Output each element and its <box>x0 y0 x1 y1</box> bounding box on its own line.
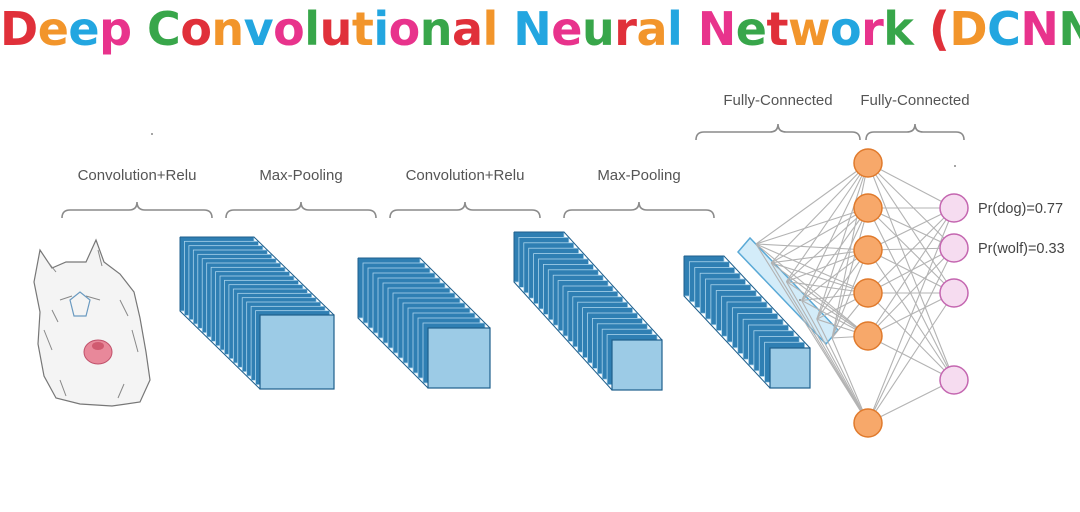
title-letter: D <box>0 2 38 56</box>
output-neuron <box>939 365 969 395</box>
stage-brace <box>389 201 541 219</box>
title-letter: t <box>766 2 788 56</box>
title-letter: D <box>949 2 988 56</box>
title-letter: l <box>304 2 320 56</box>
title-letter: e <box>68 2 100 56</box>
hidden-neuron <box>853 321 883 351</box>
hidden-neuron <box>853 193 883 223</box>
hidden-neuron <box>853 408 883 438</box>
title-letter: k <box>883 2 914 56</box>
title-letter: a <box>451 2 483 56</box>
stage-label: Convolution+Relu <box>406 167 525 184</box>
stage-label: Max-Pooling <box>597 167 680 184</box>
title-letter: o <box>273 2 305 56</box>
output-neuron <box>939 193 969 223</box>
output-probability-label: Pr(wolf)=0.33 <box>978 241 1065 257</box>
title-letter: C <box>987 2 1021 56</box>
diagram-title: Deep Convolutional Neural Network (DCNN) <box>0 0 1080 60</box>
title-letter: v <box>243 2 274 56</box>
title-letter: t <box>351 2 374 56</box>
title-letter: N <box>1020 2 1059 56</box>
stage-label: Max-Pooling <box>259 167 342 184</box>
feature-map-pool2 <box>683 255 811 389</box>
title-letter: u <box>582 2 615 56</box>
title-letter: r <box>614 2 637 56</box>
title-letter: n <box>211 2 244 56</box>
title-letter: r <box>861 2 884 56</box>
hidden-neuron <box>853 235 883 265</box>
feature-map-pool1 <box>357 257 491 389</box>
title-letter: e <box>37 2 69 56</box>
title-letter: o <box>388 2 421 56</box>
stage-label: Fully-Connected <box>860 92 969 109</box>
output-neuron <box>939 233 969 263</box>
title-letter: e <box>735 2 767 56</box>
title-letter: l <box>482 2 499 56</box>
title-letter: w <box>787 2 831 56</box>
title-letter: n <box>419 2 453 56</box>
title-letter: p <box>99 2 132 56</box>
stage-brace <box>61 201 213 219</box>
title-letter: u <box>319 2 353 56</box>
title-letter: N <box>697 2 737 56</box>
stage-brace <box>865 123 965 141</box>
stage-brace <box>563 201 715 219</box>
stage-brace <box>225 201 377 219</box>
title-letter: i <box>373 2 389 56</box>
title-letter: l <box>666 2 683 56</box>
stage-brace <box>695 123 861 141</box>
title-letter: ( <box>928 2 950 56</box>
hidden-neuron <box>853 278 883 308</box>
output-neuron <box>939 278 969 308</box>
title-letter: o <box>180 2 212 56</box>
title-letter: e <box>551 2 582 56</box>
title-letter: N <box>513 2 552 56</box>
title-letter: N <box>1058 2 1080 56</box>
wolf-sketch-icon <box>33 238 151 407</box>
feature-map-conv2 <box>513 231 663 391</box>
title-letter: a <box>636 2 667 56</box>
stage-label: Convolution+Relu <box>78 167 197 184</box>
hidden-neuron <box>853 148 883 178</box>
stage-label: Fully-Connected <box>723 92 832 109</box>
output-probability-label: Pr(dog)=0.77 <box>978 201 1063 217</box>
title-letter: o <box>829 2 862 56</box>
feature-map-conv1 <box>179 236 335 390</box>
title-letter: C <box>147 2 181 56</box>
